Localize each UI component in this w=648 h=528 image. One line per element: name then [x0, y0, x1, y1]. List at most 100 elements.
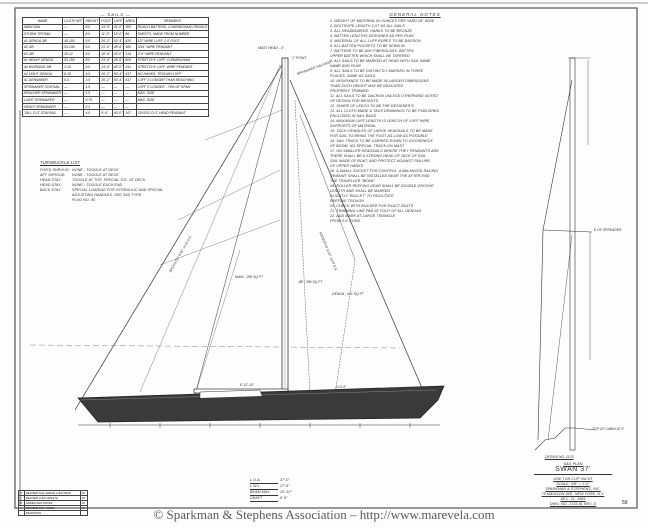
turnbuckle-list: TURNBUCKLE LIST FOR'D SHROUD:NONE - TOGG…	[40, 160, 163, 203]
turnbuckle-item: AFT SHROUD:	[40, 173, 66, 177]
sails-table-cell: —	[111, 82, 125, 91]
sails-table-cell: 4.0	[83, 109, 101, 117]
general-note-line: 12. SHAPE OF LEECH TO BE THE DESIGNER'S	[330, 104, 414, 108]
sails-table-cell: 40'-0"	[111, 109, 125, 117]
turnbuckle-row: HEAD STAY:TOGGLE AT TOP, SPECIAL STL. AT…	[40, 178, 163, 183]
dimension-value: 6'-5"	[280, 496, 288, 500]
drawing-number: DWG. NO. 2133-61 REV. D	[549, 502, 597, 506]
backstay	[139, 64, 281, 393]
sails-table-cell: 21'-0"	[99, 43, 113, 51]
general-note-line: THAN SUCH HEIGHT MAY BE INDICATED	[330, 84, 404, 88]
general-note-line: SUPPORTS OF MATERIAL	[330, 124, 377, 128]
sails-table-cell: 49'-6"	[111, 56, 125, 65]
turnbuckle-spec: ADJUSTING HANDLES. SEE S&S TYPE	[72, 193, 142, 197]
batten-3	[159, 219, 281, 266]
sails-table-cell: 5.0	[83, 36, 101, 45]
sails-table-cell: 241	[123, 63, 137, 71]
general-note-line: REEFING TROUGH	[330, 199, 364, 203]
general-note-line: NAME AND YEAR	[330, 64, 361, 68]
sails-table-cell: —	[111, 96, 125, 104]
sails-table-cell: 5.0	[83, 49, 101, 58]
firm-address: 79 MADISON AVE. NEW YORK, N.Y.	[541, 492, 605, 496]
spreader	[542, 229, 593, 233]
sails-table-cell: 620	[123, 36, 137, 45]
sails-table-cell: 167	[123, 109, 137, 117]
sails-table-cell: 26-12	[62, 49, 85, 58]
sails-column-header: CLOTH WT.	[62, 17, 85, 25]
revision-cell	[79, 510, 89, 516]
main-area-label: MAIN - 299 SQ FT	[235, 275, 264, 279]
general-note-line: 21. TRIMMING LINE PAD AT FOOT OF ALL GEN…	[330, 209, 422, 213]
general-note-line: 1. WEIGHT OF MATERIAL IN OUNCES PER YARD…	[330, 19, 435, 23]
general-note-line: 3. ALL HEADBOARDS, HANKS TO BE BRONZE	[330, 29, 413, 33]
sails-table-cell: —	[62, 23, 85, 32]
general-note-line: OF DESIGN FOR WEIGHTS	[330, 99, 379, 103]
sails-table-cell: STRETCHY LUFF, CUNNINGHAM	[135, 56, 210, 65]
dimension-value: 27'-6"	[280, 484, 290, 488]
yacht-name: SWAN 37'	[555, 466, 591, 473]
dimension-row: L.O.A.37'-0"	[250, 478, 292, 484]
reference-line	[29, 344, 401, 349]
deck-label: TOP OF CABIN AT E	[592, 427, 624, 431]
sails-table-cell: 50'-4"	[111, 69, 125, 78]
dimension-name: L.O.A.	[250, 478, 278, 484]
sails-table-cell: 11'-0"	[99, 30, 113, 38]
lower-shroud-2	[547, 234, 573, 441]
sails-table-cell: 86	[123, 30, 137, 38]
sails-table-cell: MAX. SIZE	[135, 96, 210, 104]
mast-head-label: MAST HEAD - 4"	[258, 46, 284, 50]
general-note-line: 2. BOLTROPE LENGTH CUT AS ALL SAILS	[330, 24, 405, 28]
turnbuckle-item: HEAD STAY:	[40, 183, 62, 187]
general-note-line: 19. ROLLER REEFING GEAR SHALL BE DOUBLE …	[330, 184, 434, 188]
batten-2	[177, 169, 281, 221]
general-note-line: SLIGHTLY "BULLET" TO FACILITATE	[330, 194, 394, 198]
general-note-line: 13. ALL CLOTH MADE & TACK DRAWINGS TO BE…	[330, 109, 440, 113]
sails-table-cell: 50'-4"	[111, 36, 125, 45]
staysail-leech	[334, 259, 356, 396]
sails-table-cell: —	[111, 102, 125, 111]
general-note-line: 10. INSURANCE TO BE MADE IN LARGER DIMEN…	[330, 79, 429, 83]
sails-table-cell: STORM TRYSAIL	[21, 30, 64, 38]
general-note-line: FROM 3.0' CORD	[330, 219, 361, 223]
sails-table-cell	[135, 102, 210, 111]
sails-table-row: SPINNAKER STAYSAIL—1.5———LUFF 3' LONGER …	[21, 82, 210, 91]
sails-table-cell: 8.0	[83, 56, 101, 65]
general-note-line: LENGTH AND SHALL BE MARKED	[330, 189, 391, 193]
sails-table-cell: 3'-0" WIRE PENDANT	[135, 49, 210, 58]
turnbuckle-item: BACK STAY:	[40, 188, 62, 192]
general-notes-heading: GENERAL NOTES	[389, 12, 441, 17]
turnbuckle-spec: NONE - TOGGLE AT DECK	[72, 168, 119, 172]
general-note-line: ENCLOSED IN SAIL BAGS	[330, 114, 377, 118]
dimension-value: 37'-0"	[280, 478, 290, 482]
sails-table-cell: —	[62, 30, 85, 38]
general-note-line: 20. CHECK WITH BUILDER FOR EXACT BOLTS	[330, 204, 414, 208]
sails-table-cell: 26'-2"	[99, 76, 113, 84]
general-note-line: 8. ALL SAILS TO BE MARKED AT HEAD WITH S…	[330, 59, 431, 63]
general-note-line: UPPER BATTEN WHICH SHALL BE TAPERED	[330, 54, 410, 58]
general-note-line: PROPERLY TRIMMED	[330, 89, 369, 93]
general-note-line: REMAINT SHALL BE INSTALLED NEAR THE AFTE…	[330, 174, 430, 178]
sails-column-header: HEIGHT	[83, 17, 101, 25]
general-note-line: SAIL MADE OF BOAT, AND PROTECT AGAINST F…	[330, 159, 430, 163]
sails-table-cell: #2 LIGHT GENOA	[21, 69, 64, 78]
turnbuckle-item: HEAD STAY:	[40, 178, 62, 182]
sails-table-cell: —	[123, 96, 137, 104]
turnbuckle-spec: SPECIAL LOADING FOR HYDRAULIC AND SPECIA…	[72, 188, 164, 192]
batten-1	[194, 249, 241, 396]
jib-leech	[294, 99, 311, 396]
sails-table-cell: 1.5	[83, 89, 101, 98]
turnbuckle-spec: NONE - TOGGLE EACH END	[72, 183, 123, 187]
sails-table-cell: 26'-2"	[99, 69, 113, 78]
jib-area-label: JIB - 386 SQ FT	[298, 280, 323, 284]
sheet-number: 59	[622, 500, 628, 506]
